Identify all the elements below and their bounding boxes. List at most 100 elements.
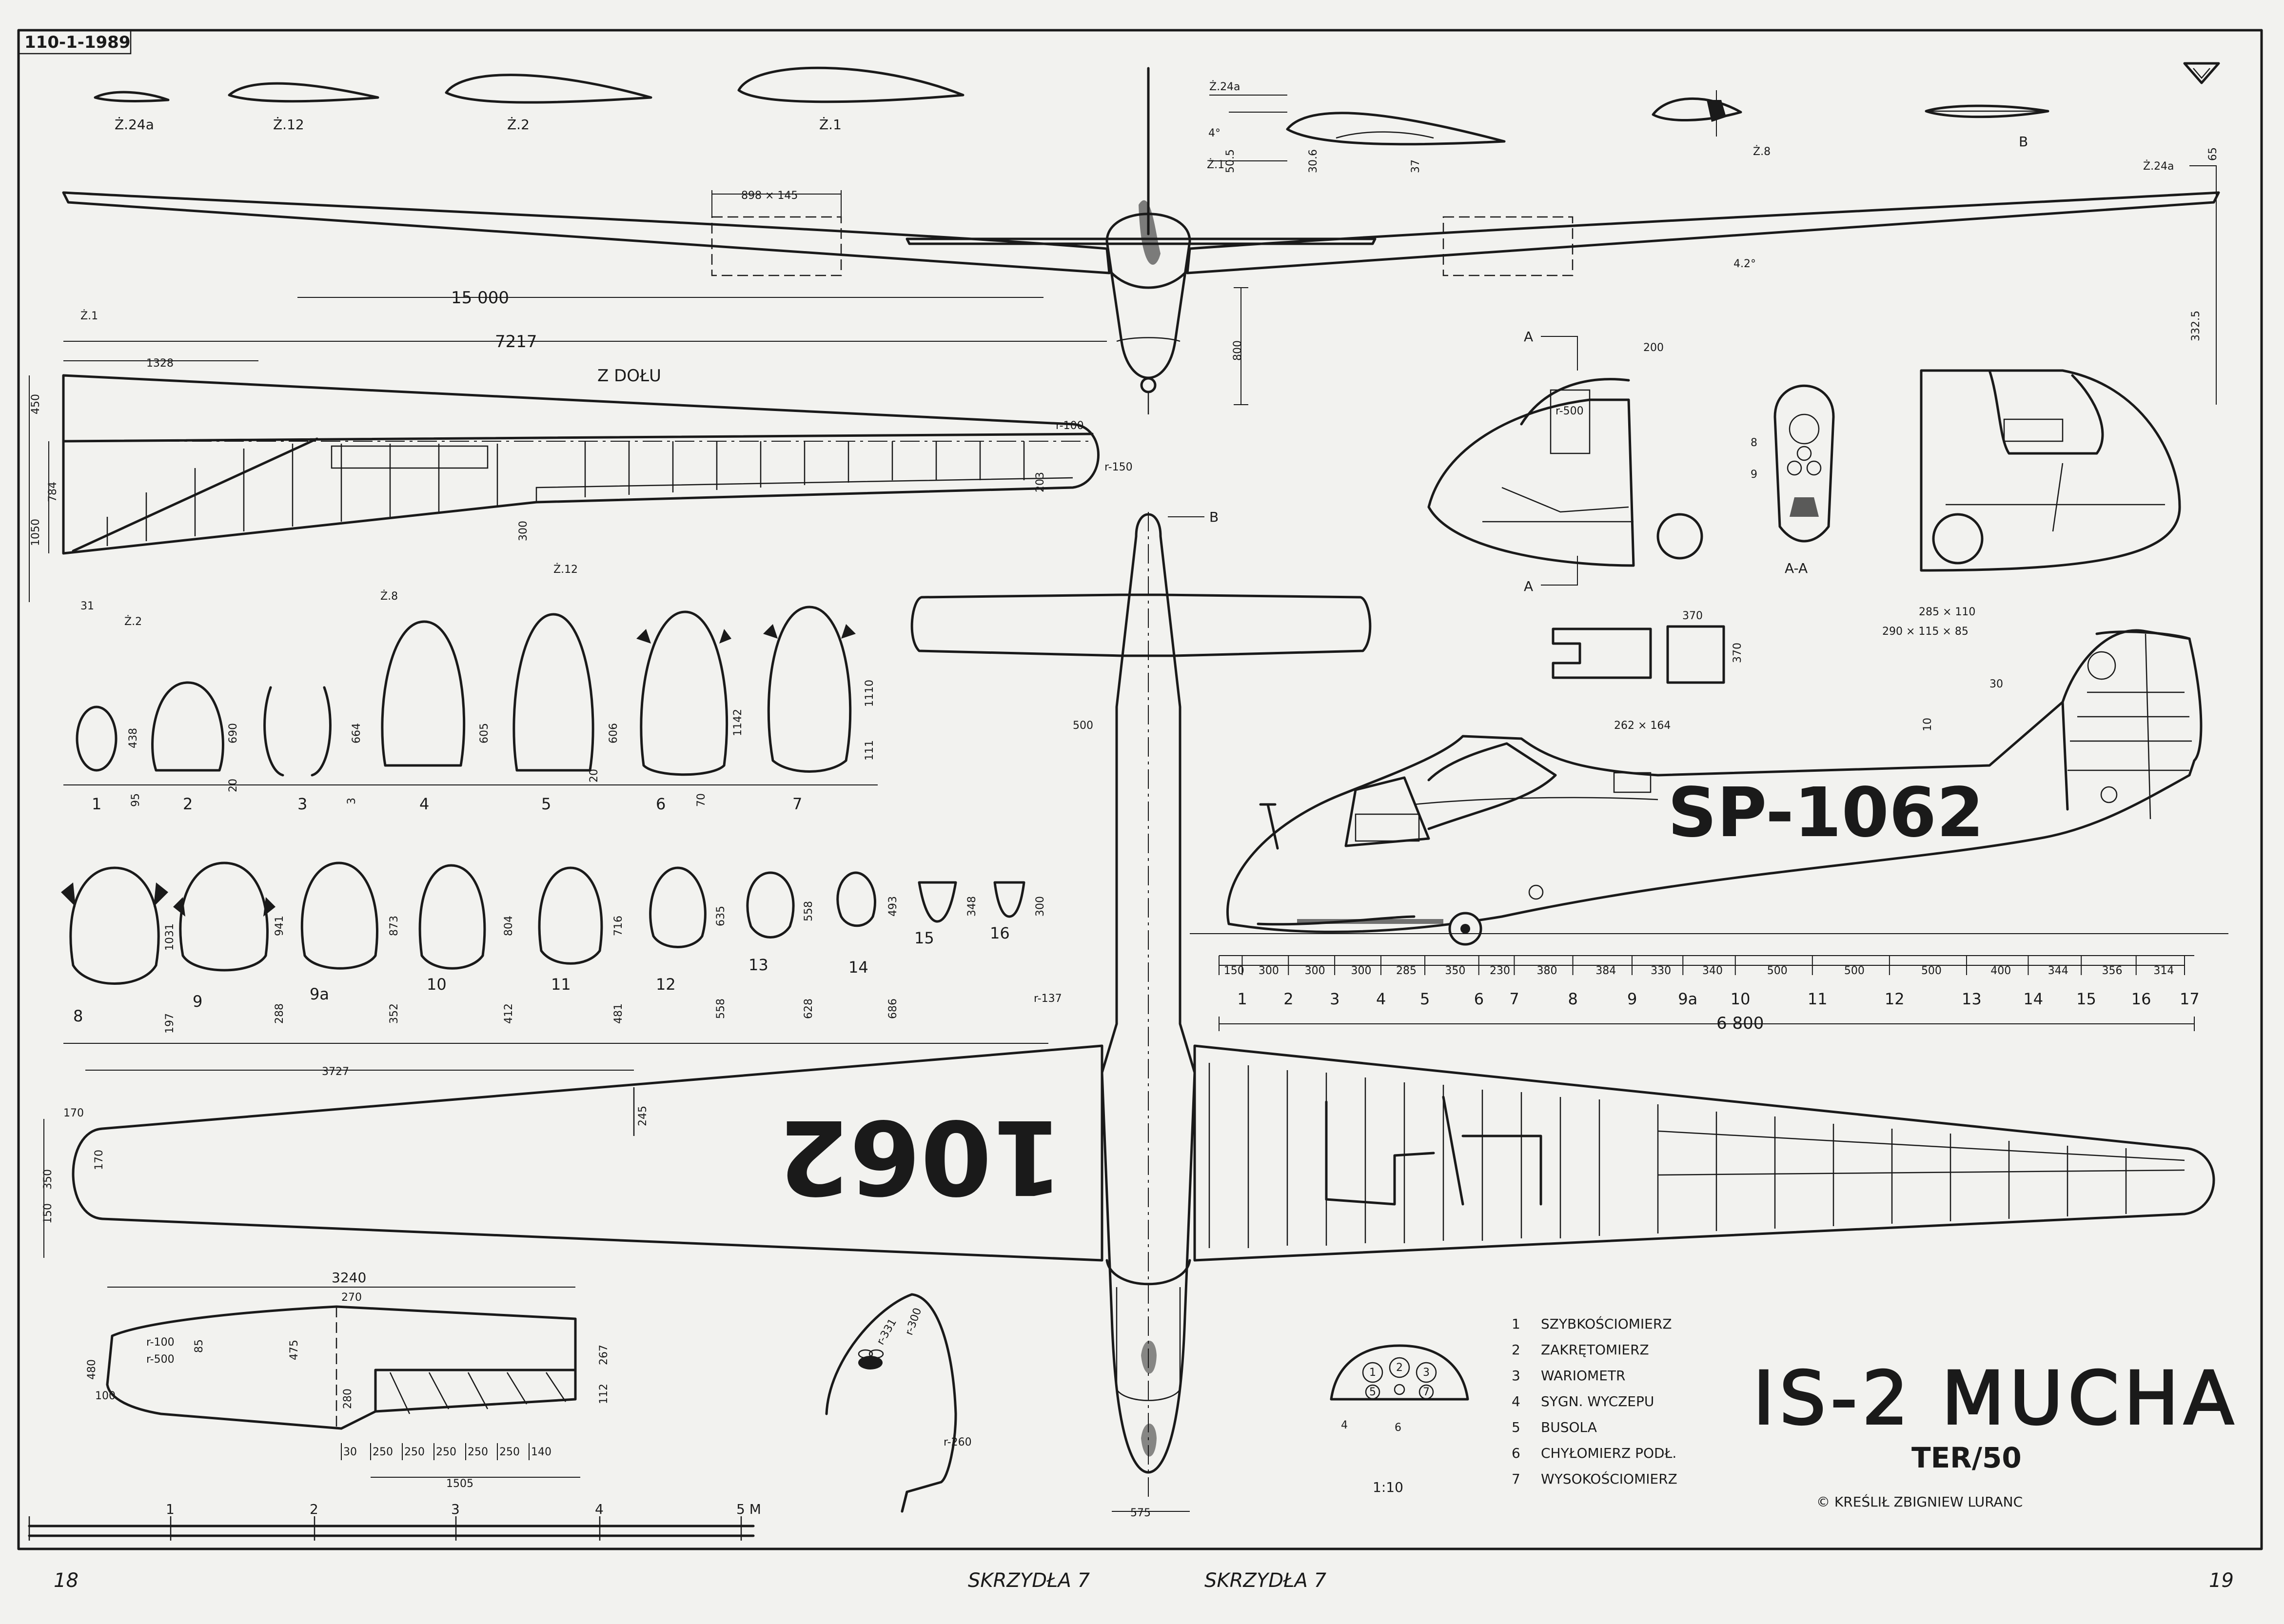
sec9-d2: 288 [274,1003,286,1024]
sec5-d1: 606 [608,723,620,744]
sec11-d1: 716 [612,916,625,936]
cockpit-aa: A-A [1785,560,1808,576]
stab-rib-dim: 30 [343,1446,357,1458]
sec8-d1: 1031 [164,923,176,951]
sec1-d1: 438 [127,728,139,748]
side-view: SP-1062 262 × 164 30 10 [1190,629,2228,956]
spoiler-dim: 898 × 145 [741,190,798,202]
lw-170b: 170 [93,1150,105,1170]
airfoil-label-z12: Ż.12 [273,117,304,133]
panel-2: 2 [1396,1362,1403,1374]
station-number: 9 [1627,990,1637,1008]
station-number: 1 [1237,990,1247,1008]
sec13-d2: 628 [803,998,815,1019]
airfoil-z12 [228,82,379,103]
station-number: 14 [2023,990,2043,1008]
tip-height: 332.5 [2190,311,2202,341]
cockpit-section-a-top: A [1524,329,1533,345]
sec7-d1: 1110 [864,680,876,707]
legend-name: WYSOKOŚCIOMIERZ [1541,1470,1677,1487]
sec5-d2: 20 [588,769,600,783]
sec-12: 12 [656,975,676,994]
station-number: 3 [1330,990,1339,1008]
lw-245: 245 [637,1106,649,1126]
stabilizer-detail: 3240 270 r-100 r-500 85 475 480 100 280 … [86,1270,610,1490]
top-stabilizer [910,593,1372,657]
wing-registration: 1062 [778,1097,1063,1216]
top-tail-b: 575 [1130,1507,1151,1519]
sec10-d1: 804 [503,916,515,936]
drawing-ref-box [18,29,132,55]
scale-4: 4 [595,1501,604,1517]
section-b-label: B [2019,134,2028,150]
sec-8: 8 [73,1007,83,1025]
subtitle: TER/50 [1911,1441,2022,1474]
sec12-d2: 558 [715,998,727,1019]
station-number: 13 [1962,990,1982,1008]
magazine-left: SKRZYDŁA 7 [968,1569,1090,1592]
sec-14: 14 [848,958,868,977]
airfoil-z1 [737,66,965,103]
side-dim-30: 30 [1989,678,2003,690]
sec-7: 7 [792,795,802,813]
stab-h1: 480 [86,1359,98,1380]
root-dim-3: 37 [1410,159,1422,173]
fuselage-sections-row1: 1 2 3 4 5 6 7 438 95 690 20 664 3 605 60… [63,606,878,813]
station-spacing: 400 [1990,965,2011,977]
sec11-d2: 481 [612,1003,625,1024]
station-spacing: 384 [1595,965,1616,977]
tip-label: Ż.24a [2143,160,2174,173]
stab-rib-dim: 250 [373,1446,393,1458]
front-fuselage [1105,213,1191,379]
legend-name: ZAKRĘTOMIERZ [1541,1342,1649,1358]
side-dim-10: 10 [1922,718,1934,731]
scale-1: 1 [166,1501,175,1517]
station-spacing: 230 [1490,965,1510,977]
station-number: 2 [1283,990,1293,1008]
front-stabilizer [906,237,1377,245]
station-number: 10 [1731,990,1751,1008]
airfoil-label-z2: Ż.2 [507,117,530,133]
station-spacing: 300 [1259,965,1279,977]
root-airfoil: Ż.24a Ż.1 4° 50.5 30.6 37 [1207,80,1506,173]
legend-name: BUSOLA [1541,1419,1597,1435]
front-wing-right [1186,191,2220,274]
sec-9a: 9a [310,985,329,1003]
sec3-d2: 3 [346,798,358,804]
scale-bar: 1 2 3 4 5 M [28,1501,761,1541]
sec-3: 3 [297,795,307,813]
front-half-span: 7217 [495,332,537,352]
sec-6: 6 [656,795,666,813]
station-spacing: 344 [2048,965,2068,977]
airfoil-label-z24a: Ż.24a [115,117,154,133]
panel-1: 1 [1369,1367,1376,1379]
front-span: 15 000 [451,288,509,308]
station-number: 12 [1885,990,1905,1008]
panel-3: 3 [1423,1367,1430,1379]
front-height: 800 [1232,340,1244,361]
station-number: 17 [2180,990,2200,1008]
airfoil-z2 [445,74,652,104]
sec9a-d1: 873 [388,916,400,936]
legend-name: WARIOMETR [1541,1368,1625,1384]
station-spacing: 300 [1305,965,1325,977]
cockpit-mark9: 9 [1751,469,1757,481]
stab-span: 3240 [332,1270,366,1286]
side-registration: SP-1062 [1668,773,1984,853]
fin-r2: r-300 [903,1306,924,1337]
top-view: 1062 B 500 r-137 575 3727 245 170 350 15… [42,509,2215,1519]
station-spacing: 356 [2102,965,2122,977]
station-number: 7 [1509,990,1519,1008]
fin-detail: r-331 r-300 r-260 [825,1293,972,1513]
wheel-dim1: 285 × 110 [1919,606,1975,618]
sec3-d1: 664 [351,723,363,744]
station-number: 16 [2131,990,2151,1008]
seat-w: 370 [1682,610,1703,622]
cockpit-width: 200 [1643,342,1664,354]
magazine-logo [2183,62,2220,84]
station-number: 5 [1420,990,1430,1008]
root-chord-part: 1328 [146,357,174,370]
station-number: 4 [1376,990,1386,1008]
